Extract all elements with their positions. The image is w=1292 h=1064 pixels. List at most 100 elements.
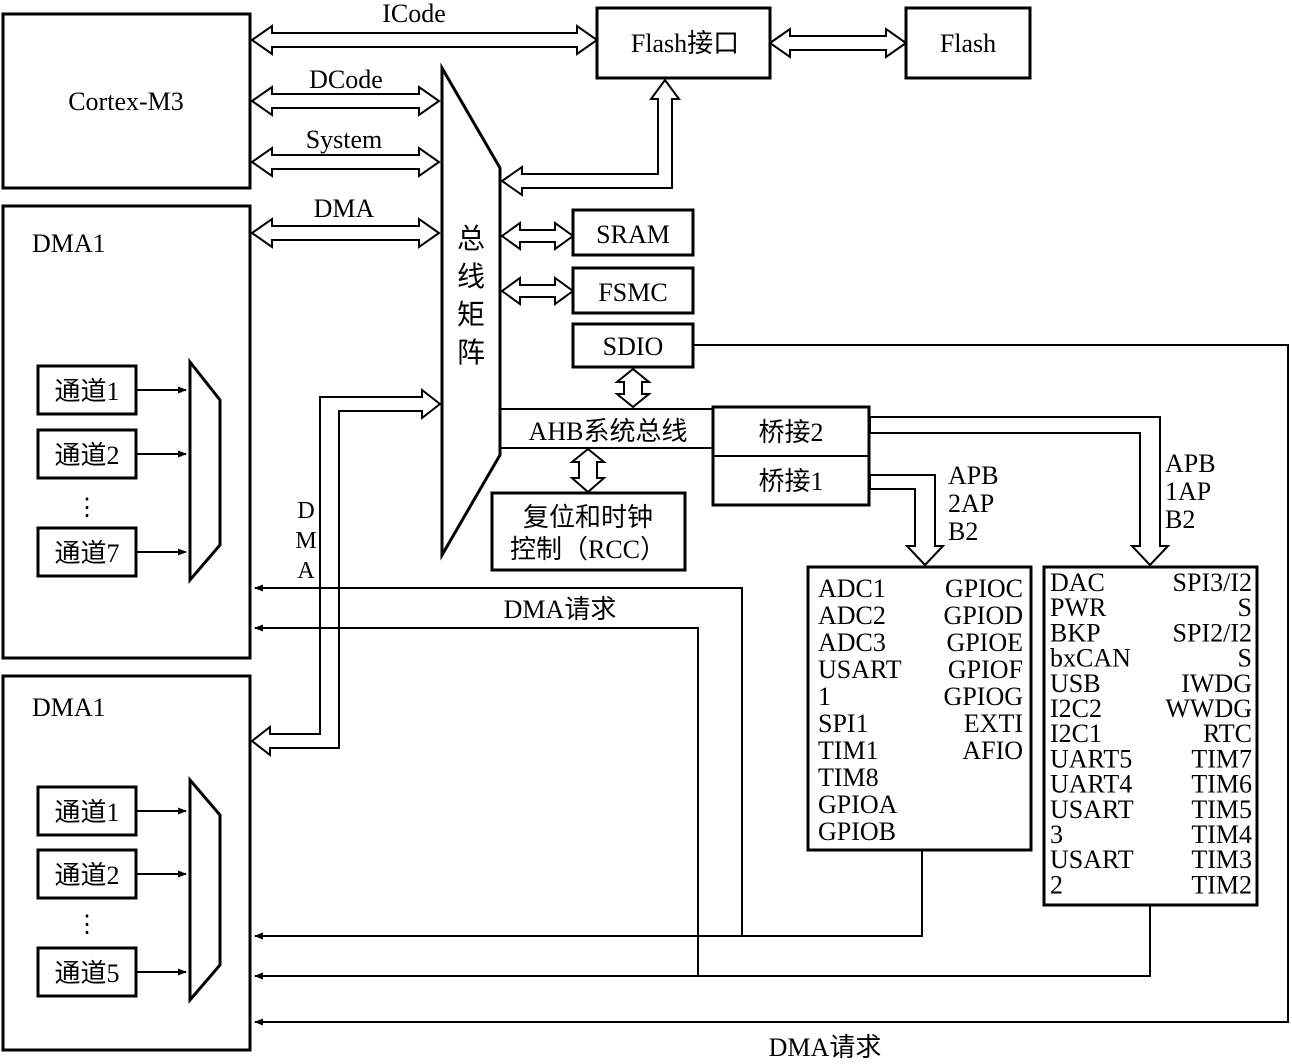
peripheral-label: EXTI bbox=[964, 709, 1023, 738]
peripheral-label: UART4 bbox=[1050, 770, 1132, 799]
dma1-bottom-channel-2-label: 通道2 bbox=[54, 861, 119, 890]
sdio-label: SDIO bbox=[603, 332, 664, 361]
cortex-m3-box bbox=[1, 12, 252, 190]
dma1-bottom-ellipsis: ⋮ bbox=[75, 912, 99, 938]
icode-label: ICode bbox=[382, 0, 446, 28]
peripheral-label: TIM6 bbox=[1191, 770, 1252, 799]
ahb-rcc-arrow bbox=[569, 447, 607, 494]
peripheral-label: DAC bbox=[1050, 568, 1105, 597]
apb2-label-line3: B2 bbox=[948, 517, 978, 546]
peripheral-label: I2C1 bbox=[1050, 719, 1102, 748]
dma-request-label: DMA请求 bbox=[504, 595, 617, 624]
peripheral-label: GPIOF bbox=[948, 655, 1023, 684]
icode-bus-arrow bbox=[250, 24, 599, 56]
peripheral-label: SPI3/I2 bbox=[1173, 568, 1252, 597]
peripheral-label: GPIOA bbox=[818, 790, 898, 819]
peripheral-label: USART bbox=[1050, 845, 1134, 874]
dma-vertical-char-2: M bbox=[295, 528, 316, 554]
peripheral-label: TIM1 bbox=[818, 736, 879, 765]
peripheral-label: AFIO bbox=[962, 736, 1023, 765]
apb2-label-line1: APB bbox=[948, 461, 999, 490]
peripheral-label: GPIOB bbox=[818, 817, 896, 846]
peripheral-label: GPIOE bbox=[946, 628, 1023, 657]
sdio-box bbox=[571, 322, 695, 369]
dma1-top-channel-1-label: 通道1 bbox=[54, 377, 119, 406]
sram-box bbox=[571, 208, 695, 257]
dma-bus-arrow bbox=[250, 217, 441, 249]
peripheral-label: GPIOG bbox=[944, 682, 1023, 711]
peripheral-label: 1 bbox=[818, 682, 831, 711]
peripheral-label: ADC2 bbox=[818, 601, 886, 630]
dma1-bottom-channel-1-label: 通道1 bbox=[54, 798, 119, 827]
bus-matrix-char-4: 阵 bbox=[457, 337, 485, 369]
system-label: System bbox=[306, 125, 383, 154]
matrix-dma1-bottom-arrow bbox=[250, 387, 442, 758]
flash-box bbox=[904, 6, 1032, 80]
dma-request-line-1 bbox=[254, 584, 743, 936]
peripheral-label: SPI1 bbox=[818, 709, 869, 738]
dma-bus-label: DMA bbox=[314, 194, 375, 223]
matrix-sram-arrow bbox=[500, 221, 575, 251]
bridge2-apb1-arrow bbox=[869, 416, 1171, 567]
apb1-peripherals-left-column: DACPWRBKPbxCANUSBI2C2I2C1UART5UART4USART… bbox=[1050, 568, 1134, 899]
dcode-label: DCode bbox=[309, 65, 383, 94]
dma-vertical-char-1: D bbox=[297, 498, 314, 524]
peripheral-label: SPI2/I2 bbox=[1173, 618, 1252, 647]
peripheral-label: IWDG bbox=[1181, 669, 1252, 698]
matrix-fsmc-arrow bbox=[500, 276, 575, 306]
apb2-peripherals-box bbox=[806, 565, 1033, 852]
dma1-bottom-title: DMA1 bbox=[32, 693, 106, 722]
dma1-bottom-arbiter bbox=[188, 775, 222, 1005]
bus-matrix-char-2: 线 bbox=[457, 261, 485, 293]
apb1-label-line2: 1AP bbox=[1165, 477, 1211, 506]
apb2-dma-request-line bbox=[254, 850, 923, 940]
apb1-label-line1: APB bbox=[1165, 449, 1216, 478]
dma1-bottom-channel-5-label: 通道5 bbox=[54, 959, 119, 988]
peripheral-label: PWR bbox=[1050, 593, 1107, 622]
sram-label: SRAM bbox=[596, 220, 670, 249]
bus-matrix-char-1: 总 bbox=[457, 223, 485, 255]
apb1-peripherals-right-column: SPI3/I2SSPI2/I2SIWDGWWDGRTCTIM7TIM6TIM5T… bbox=[1165, 568, 1252, 899]
dcode-bus-arrow bbox=[250, 85, 441, 117]
bridge2-label: 桥接2 bbox=[758, 418, 823, 447]
peripheral-label: TIM3 bbox=[1191, 845, 1252, 874]
peripheral-label: S bbox=[1238, 593, 1252, 622]
flash-interface-box bbox=[595, 6, 772, 80]
peripheral-label: 2 bbox=[1050, 870, 1063, 899]
apb1-dma-request-line bbox=[254, 905, 1151, 980]
dma1-top-ellipsis: ⋮ bbox=[75, 495, 99, 521]
ahb-bus-label: AHB系统总线 bbox=[529, 417, 688, 446]
sdio-ahb-arrow bbox=[614, 367, 652, 409]
bridge1-label: 桥接1 bbox=[758, 467, 823, 496]
peripheral-label: USART bbox=[1050, 795, 1134, 824]
peripheral-label: TIM5 bbox=[1191, 795, 1252, 824]
peripheral-label: WWDG bbox=[1165, 694, 1252, 723]
dma-request-bottom-label: DMA请求 bbox=[769, 1033, 882, 1062]
rcc-label-line1: 复位和时钟 bbox=[523, 503, 653, 532]
peripheral-label: TIM2 bbox=[1191, 870, 1252, 899]
flash-link-arrow bbox=[768, 27, 908, 59]
peripheral-label: TIM4 bbox=[1191, 820, 1252, 849]
sdio-dma-request-line bbox=[254, 344, 1289, 1026]
dma1-top-channel-2-label: 通道2 bbox=[54, 441, 119, 470]
peripheral-label: TIM7 bbox=[1191, 744, 1252, 773]
peripheral-label: UART5 bbox=[1050, 744, 1132, 773]
dma-request-line-2 bbox=[254, 624, 699, 976]
peripheral-label: BKP bbox=[1050, 618, 1101, 647]
dma1-top-arbiter bbox=[188, 357, 222, 585]
peripheral-label: S bbox=[1238, 644, 1252, 673]
peripheral-label: USB bbox=[1050, 669, 1101, 698]
dma1-top-channel-7 bbox=[36, 526, 138, 578]
peripheral-label: ADC3 bbox=[818, 628, 886, 657]
cortex-m3-label: Cortex-M3 bbox=[68, 87, 184, 116]
flash-label: Flash bbox=[940, 29, 996, 58]
dma1-top-channel-2 bbox=[36, 428, 138, 480]
bus-matrix-char-3: 矩 bbox=[457, 299, 485, 331]
rcc-box bbox=[490, 491, 687, 572]
system-bus-arrow bbox=[250, 146, 441, 178]
flash-interface-label: Flash接口 bbox=[631, 29, 739, 58]
peripheral-label: I2C2 bbox=[1050, 694, 1102, 723]
